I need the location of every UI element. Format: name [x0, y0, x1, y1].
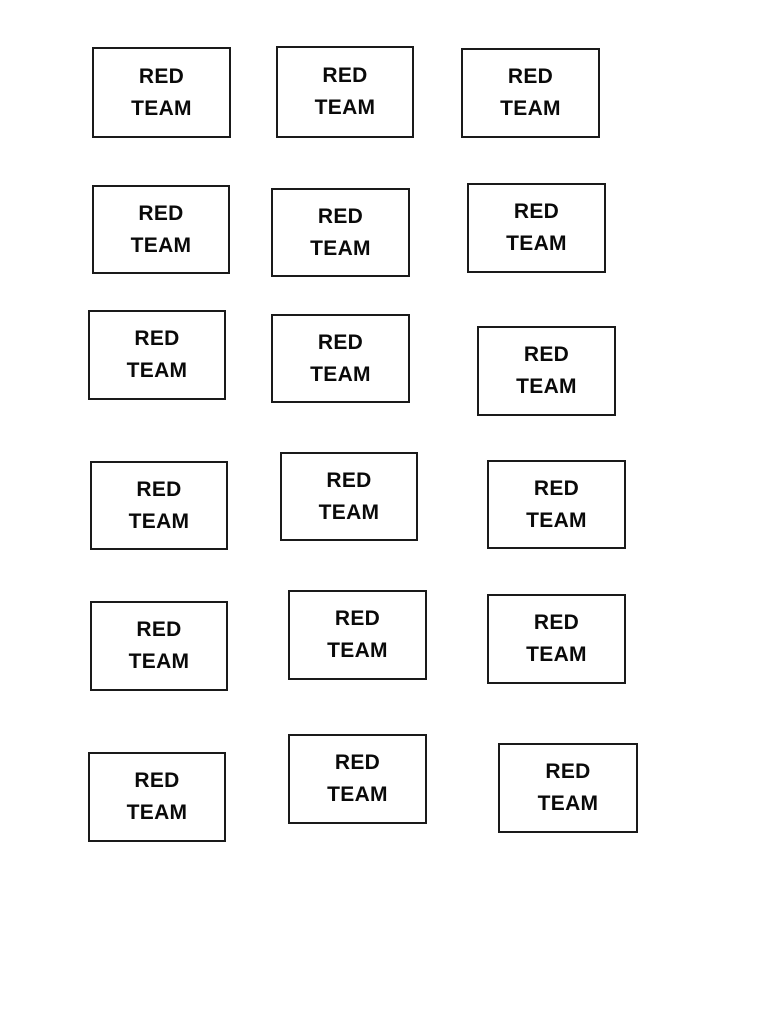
red-team-label-card[interactable]: RED TEAM [92, 47, 231, 138]
label-line-secondary: TEAM [131, 96, 192, 120]
red-team-label-card[interactable]: RED TEAM [498, 743, 638, 833]
red-team-label-card[interactable]: RED TEAM [92, 185, 230, 274]
label-line-secondary: TEAM [327, 783, 388, 806]
label-line-secondary: TEAM [314, 96, 376, 119]
label-line-secondary: TEAM [128, 650, 190, 673]
red-team-label-card[interactable]: RED TEAM [88, 752, 226, 842]
label-line-secondary: TEAM [500, 97, 561, 120]
label-line-primary: RED [533, 476, 580, 500]
label-line-secondary: TEAM [506, 232, 567, 255]
label-line-primary: RED [134, 769, 180, 793]
red-team-label-card[interactable]: RED TEAM [461, 48, 600, 138]
red-team-label-card[interactable]: RED TEAM [90, 601, 228, 691]
red-team-label-card[interactable]: RED TEAM [271, 314, 410, 403]
label-line-secondary: TEAM [128, 509, 190, 533]
red-team-label-card[interactable]: RED TEAM [487, 460, 626, 549]
red-team-label-card[interactable]: RED TEAM [477, 326, 616, 416]
label-line-primary: RED [317, 204, 364, 228]
red-team-label-card[interactable]: RED TEAM [90, 461, 228, 550]
label-line-primary: RED [533, 611, 580, 635]
label-line-secondary: TEAM [126, 801, 188, 824]
label-line-primary: RED [134, 327, 180, 351]
label-line-secondary: TEAM [310, 236, 371, 260]
red-team-label-card[interactable]: RED TEAM [280, 452, 418, 541]
label-line-primary: RED [136, 477, 182, 501]
label-line-primary: RED [317, 330, 364, 354]
label-line-primary: RED [138, 64, 185, 88]
label-line-secondary: TEAM [318, 500, 380, 524]
red-team-label-card[interactable]: RED TEAM [88, 310, 226, 400]
red-team-label-card[interactable]: RED TEAM [288, 590, 427, 680]
label-line-primary: RED [326, 468, 372, 492]
label-line-primary: RED [545, 760, 591, 784]
label-line-primary: RED [513, 200, 560, 224]
label-line-primary: RED [334, 607, 381, 631]
red-team-label-card[interactable]: RED TEAM [276, 46, 414, 138]
label-line-primary: RED [136, 618, 182, 642]
label-line-primary: RED [507, 65, 554, 89]
red-team-label-card[interactable]: RED TEAM [271, 188, 410, 277]
label-line-secondary: TEAM [126, 359, 188, 382]
label-line-primary: RED [138, 201, 184, 225]
label-line-secondary: TEAM [130, 233, 192, 257]
label-line-primary: RED [322, 64, 368, 88]
red-team-label-card[interactable]: RED TEAM [467, 183, 606, 273]
label-line-secondary: TEAM [537, 792, 599, 815]
label-line-secondary: TEAM [327, 639, 388, 662]
red-team-label-card[interactable]: RED TEAM [487, 594, 626, 684]
label-line-primary: RED [523, 343, 570, 367]
label-line-secondary: TEAM [310, 362, 371, 386]
red-team-label-card[interactable]: RED TEAM [288, 734, 427, 824]
label-line-secondary: TEAM [526, 643, 587, 666]
label-line-primary: RED [334, 751, 381, 775]
label-line-secondary: TEAM [526, 508, 587, 532]
label-line-secondary: TEAM [516, 375, 577, 398]
